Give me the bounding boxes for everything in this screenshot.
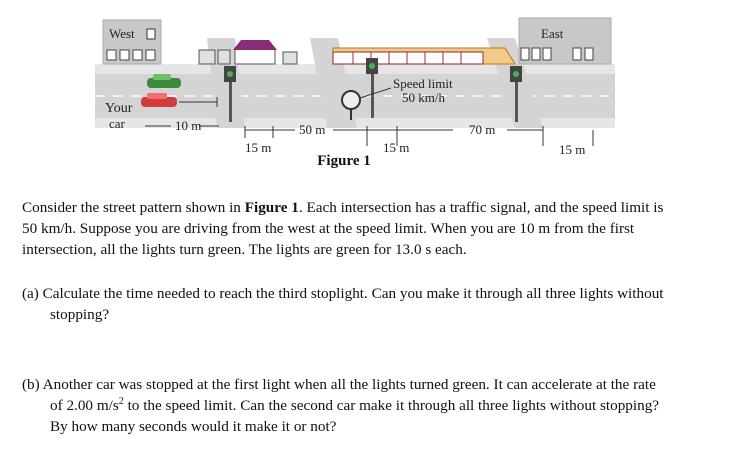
purple-roof xyxy=(233,40,277,50)
west-label: West xyxy=(109,26,135,41)
figure-caption: Figure 1 xyxy=(317,153,371,169)
dist-10: 10 m xyxy=(175,118,201,133)
street-diagram: West East xyxy=(95,17,615,157)
dist-70: 70 m xyxy=(469,122,495,137)
west-label-box xyxy=(146,28,156,40)
speed-sign-line-2: 50 km/h xyxy=(402,90,445,105)
your-car-label-1: Your xyxy=(105,101,133,116)
dist-50: 50 m xyxy=(299,122,325,137)
dist-15b: 15 m xyxy=(383,140,409,155)
purple-house xyxy=(234,47,276,65)
small-building-2 xyxy=(217,49,231,65)
east-label: East xyxy=(541,26,564,41)
dimension-lines xyxy=(145,125,594,146)
question-b-before: (b) Another car was stopped at the first… xyxy=(22,376,656,414)
question-b-after: to the speed limit. Can the second car m… xyxy=(50,397,660,435)
your-car-label-2: car xyxy=(109,116,126,131)
dist-15a: 15 m xyxy=(245,140,271,155)
intro-paragraph: Consider the street pattern shown in Fig… xyxy=(22,197,670,260)
west-windows xyxy=(106,49,156,61)
intro-after: . Each intersection has a traffic signal… xyxy=(22,199,664,258)
dist-15c: 15 m xyxy=(559,142,585,157)
east-windows xyxy=(520,47,594,61)
intro-before: Consider the street pattern shown in xyxy=(22,199,245,216)
speed-sign-line-1: Speed limit xyxy=(393,76,453,91)
small-building-3 xyxy=(282,51,298,65)
street-figure: West East xyxy=(95,8,615,166)
speed-limit-sign xyxy=(341,87,392,120)
traffic-light-2 xyxy=(366,58,378,118)
small-building-1 xyxy=(198,49,216,65)
intro-figure-ref: Figure 1 xyxy=(244,199,299,216)
red-car xyxy=(141,93,177,107)
green-car xyxy=(147,74,181,88)
traffic-light-1 xyxy=(224,66,236,122)
traffic-light-3 xyxy=(510,66,522,122)
question-b: (b) Another car was stopped at the first… xyxy=(22,374,670,437)
upper-sidewalk xyxy=(95,64,615,74)
question-b-sup: 2 xyxy=(118,395,124,407)
question-a: (a) Calculate the time needed to reach t… xyxy=(22,285,664,323)
